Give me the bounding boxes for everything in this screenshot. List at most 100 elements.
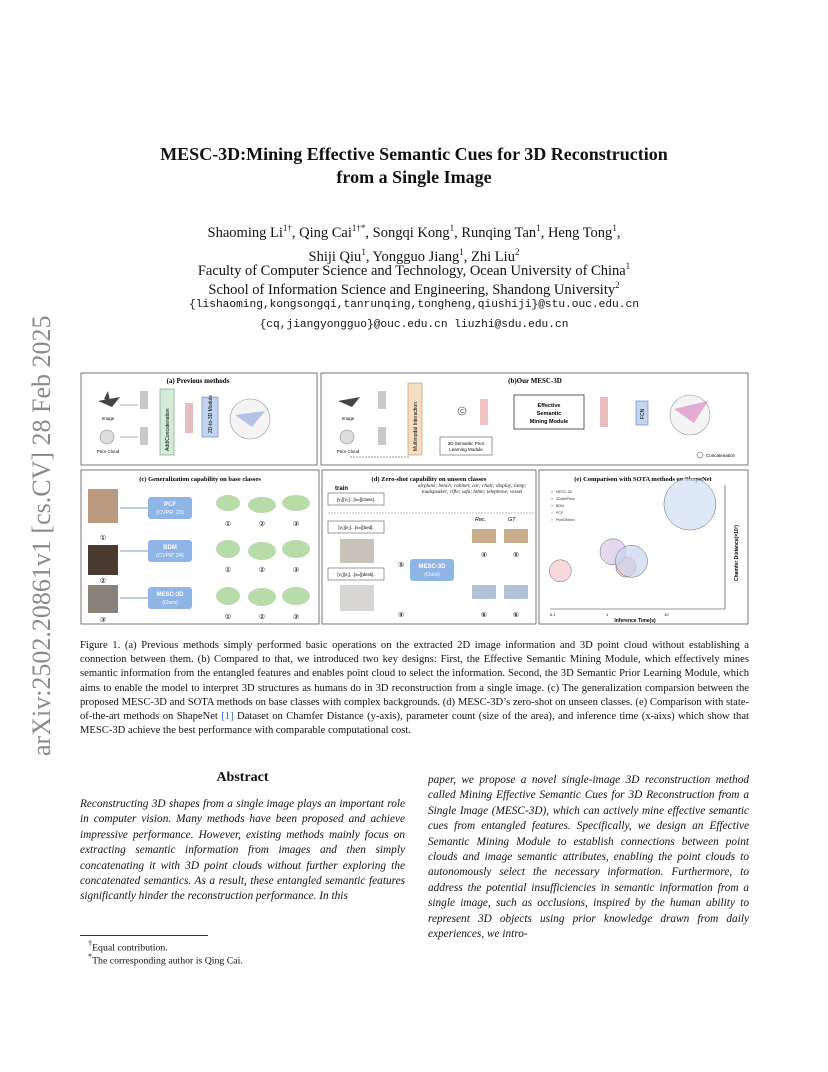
svg-text:(Ours): (Ours) (162, 600, 178, 606)
svg-text:3D Semantic Prior: 3D Semantic Prior (448, 441, 485, 446)
arxiv-id: arXiv:2502.20861v1 [cs.CV] 28 Feb 2025 (27, 315, 56, 756)
footnote-2: *The corresponding author is Qing Cai. (88, 952, 243, 967)
svg-text:⑥: ⑥ (481, 611, 487, 619)
label-fcn: FCN (640, 408, 646, 419)
panel-b-frame (320, 372, 749, 466)
bed-photo (340, 539, 374, 563)
svg-text:①: ① (225, 613, 231, 621)
feature-bar (378, 391, 386, 409)
author-name: Shiji Qiu (308, 248, 362, 265)
svg-text:[v₁][v₂]...[vₘ][bed].: [v₁][v₂]...[vₘ][bed]. (338, 525, 373, 530)
chart-bubbles (549, 477, 717, 583)
bed-rec (472, 529, 496, 543)
author-name: Songqi Kong (372, 224, 450, 241)
svg-text:(Ours): (Ours) (424, 572, 440, 578)
legend-entry: MESC-3D (556, 490, 573, 494)
svg-text:MESC-3D: MESC-3D (418, 564, 446, 570)
paper-title: MESC-3D:Mining Effective Semantic Cues f… (0, 143, 828, 189)
method-pcf (148, 497, 192, 519)
author-list: Shaoming Li1†, Qing Cai1†*, Songqi Kong1… (207, 223, 621, 265)
label-rec: Rec. (475, 517, 486, 523)
x-tick: 0.1 (550, 612, 556, 617)
fcn-block (635, 400, 649, 426)
bubble-bdm (615, 545, 648, 578)
sofa-photo (88, 545, 118, 575)
panel-d-title: (d) Zero-shot capability on unseen class… (372, 476, 487, 483)
svg-text:Learning Module: Learning Module (449, 447, 483, 452)
author-name: Yongguo Jiang (372, 248, 460, 265)
panel-d-frame (321, 469, 537, 625)
feature-bar (140, 427, 148, 445)
svg-text:(CVPR' 23): (CVPR' 23) (156, 510, 184, 516)
svg-text:②: ② (259, 520, 265, 528)
module-2d3d-block (201, 396, 219, 438)
feature-bar (185, 403, 193, 433)
panel-b-title: (b)Our MESC-3D (508, 377, 562, 385)
token-box-bed (327, 520, 385, 534)
bed-gt (504, 529, 528, 543)
bubble-pixel2mesh (549, 559, 572, 583)
figure-1: (a) Previous methods Image Prior Cloud A… (80, 371, 749, 626)
legend-swatch (550, 490, 554, 493)
svg-text:[v₁][v₂]...[vₘ][desk].: [v₁][v₂]...[vₘ][desk]. (337, 572, 374, 577)
svg-text:BDM: BDM (163, 545, 177, 551)
feature-bar (140, 391, 148, 409)
desk-photo (340, 585, 374, 611)
x-axis-label: Inference Time(s) (614, 618, 656, 624)
legend-swatch (550, 504, 554, 507)
bench-photo (88, 585, 118, 613)
panel-a-frame (80, 372, 318, 466)
email-line-1[interactable]: {lishaoming,kongsongqi,tanrunqing,tonghe… (189, 299, 639, 311)
citation-link[interactable]: [1] (221, 711, 234, 723)
author-name: Qing Cai (299, 224, 352, 241)
panel-c-frame (80, 469, 320, 625)
panel-a-title: (a) Previous methods (167, 377, 230, 385)
svg-text:Semantic: Semantic (537, 411, 561, 417)
legend-swatch (550, 511, 554, 514)
svg-text:④: ④ (481, 551, 487, 559)
svg-text:③: ③ (100, 616, 106, 624)
y-axis-label: Chamfer Distance(×10³) (734, 525, 740, 581)
multimodal-block (407, 382, 423, 456)
svg-text:①: ① (100, 534, 106, 542)
legend-entry: PCF (556, 511, 564, 515)
legend-swatch (550, 497, 554, 500)
arxiv-watermark: arXiv:2502.20861v1 [cs.CV] 28 Feb 2025 (12, 290, 60, 760)
desk-rec (472, 585, 496, 599)
unseen-classes-list: airplane; bench; cabinet; car; chair; di… (417, 483, 527, 496)
label-image: Image (102, 416, 115, 421)
abstract-heading: Abstract (216, 770, 269, 785)
label-concat-legend: Concatenation (706, 453, 736, 458)
email-line-2[interactable]: {cq,jiangyongguo}@ouc.edu.cn liuzhi@sdu.… (259, 319, 569, 331)
concat-icon (457, 406, 467, 416)
x-tick: 10 (664, 612, 669, 617)
author-name: Shaoming Li (207, 224, 283, 241)
concat-legend-icon (696, 451, 704, 459)
method-mesc3d (148, 587, 192, 609)
svg-text:②: ② (100, 577, 106, 585)
label-2d3d: 2D-to-3D Module (208, 395, 214, 433)
x-tick: 1 (606, 612, 609, 617)
svg-text:[v₁][v₂]...[vₘ][class].: [v₁][v₂]...[vₘ][class]. (337, 497, 375, 502)
prior-cloud-icon (339, 429, 355, 445)
author-name: Runqing Tan (461, 224, 537, 241)
author-name: Heng Tong (547, 224, 613, 241)
token-box-desk (327, 567, 385, 581)
esmm-block (513, 394, 585, 430)
footnote-rule (80, 935, 208, 936)
feature-bar (480, 399, 488, 425)
svg-text:④: ④ (398, 611, 404, 619)
label-gt: GT (508, 517, 516, 523)
svg-text:②: ② (259, 566, 265, 574)
feature-bar (600, 397, 608, 427)
label-prior-cloud: Prior Cloud (97, 449, 120, 454)
author-name: Zhi Liu (471, 248, 515, 265)
prior-cloud-icon (99, 429, 115, 445)
label-multimodal: Multimodal Interaction (413, 402, 419, 451)
footnote-1: †Equal contribution. (88, 939, 168, 954)
svg-text:③: ③ (293, 566, 299, 574)
feature-bar (378, 427, 386, 445)
desk-gt (504, 585, 528, 599)
svg-text:⑤: ⑤ (513, 551, 519, 559)
svg-text:(CVPR' 24): (CVPR' 24) (156, 553, 184, 559)
